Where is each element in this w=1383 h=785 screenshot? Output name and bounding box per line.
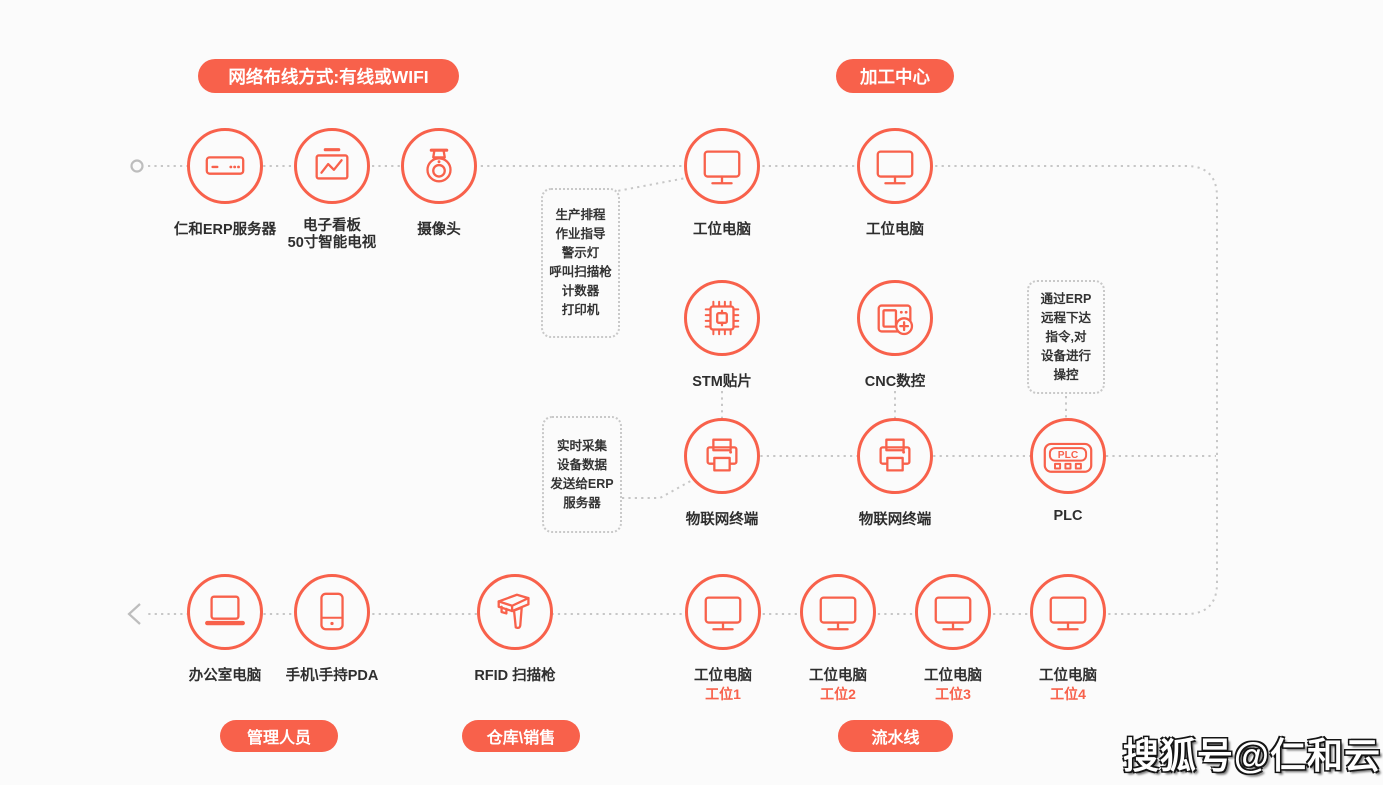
printer-icon [879,438,911,472]
left-arrow-icon [127,603,141,625]
node-label: 摄像头 [417,222,461,238]
node-station-pc-1 [685,574,761,650]
chip-icon [704,300,740,336]
callout-line: 生产排程 [555,208,606,222]
node-station-pc-2 [800,574,876,650]
node-handheld-pda [294,574,370,650]
phone-icon [320,592,344,631]
node-label: 仁和ERP服务器 [173,222,277,238]
camera-icon [426,148,452,183]
node-label: 手机\手持PDA [285,668,379,684]
monitor-icon [876,150,914,185]
server-icon [205,156,245,175]
badge-warehouse-sales: 仓库\销售 [462,720,580,752]
node-label: RFID 扫描枪 [474,668,556,684]
callout-line: 设备进行 [1040,348,1091,363]
node-label: 工位电脑 [1039,668,1097,684]
node-office-pc [187,574,263,650]
node-label: 50寸智能电视 [287,235,377,251]
station-number-label: 工位1 [705,686,741,702]
callout-line: 计数器 [561,284,600,298]
node-stm [684,280,760,356]
callout-line: 服务器 [563,495,601,510]
station-number-label: 工位2 [820,686,856,702]
callout-line: 操控 [1053,367,1079,382]
monitor-icon [934,596,972,631]
callout-realtime-collect: 实时采集 设备数据 发送给ERP 服务器 [542,416,622,533]
sohu-watermark: 搜狐号@仁和云 [1122,735,1381,776]
node-iot-terminal-a [684,418,760,494]
kanban-tv-icon [315,148,349,180]
callout-line: 作业指导 [555,227,606,241]
node-label: 工位电脑 [693,222,751,238]
node-label: 物联网终端 [858,512,932,528]
printer-icon [706,438,738,472]
callout-line: 呼叫扫描枪 [549,265,612,279]
callout-line: 实时采集 [556,438,607,453]
node-iot-terminal-b [857,418,933,494]
node-station-pc-3 [915,574,991,650]
node-label: 工位电脑 [809,668,867,684]
node-label: 物联网终端 [685,512,759,528]
callout-line: 通过ERP [1040,291,1092,306]
wire-callout1-link [611,177,687,193]
node-label: 工位电脑 [866,222,924,238]
plc-icon: PLC [1043,442,1093,473]
monitor-icon [819,596,857,631]
rfid-gun-icon [497,593,530,630]
monitor-icon [1049,596,1087,631]
callout-line: 设备数据 [556,457,607,472]
callout-line: 发送给ERP [550,476,614,491]
node-label: 工位电脑 [694,668,752,684]
callout-kanban-functions: 生产排程 作业指导 警示灯 呼叫扫描枪 计数器 打印机 [541,188,620,338]
node-label: 电子看板 [303,218,361,234]
callout-line: 打印机 [561,303,600,317]
wire-main-loop [148,165,1218,615]
node-station-pc-4 [1030,574,1106,650]
node-erp-server [187,128,263,204]
badge-assembly-line: 流水线 [838,720,953,752]
plc-icon-text: PLC [1058,450,1079,461]
node-camera [401,128,477,204]
node-rfid-scanner [477,574,553,650]
station-number-label: 工位4 [1050,686,1086,702]
laptop-icon [205,595,245,626]
node-label: 办公室电脑 [188,668,262,684]
node-kanban-tv [294,128,370,204]
node-cnc [857,280,933,356]
monitor-icon [704,596,742,631]
cnc-icon [877,304,914,336]
node-label: STM贴片 [692,374,752,390]
badge-network-mode: 网络布线方式:有线或WIFI [198,59,459,93]
callout-erp-remote: 通过ERP 远程下达 指令,对 设备进行 操控 [1027,280,1105,394]
wire-callout2-link [622,477,697,499]
station-number-label: 工位3 [935,686,971,702]
badge-processing-center: 加工中心 [836,59,954,93]
node-label: CNC数控 [864,374,926,390]
badge-managers: 管理人员 [220,720,338,752]
callout-line: 警示灯 [561,246,600,260]
start-ring [130,159,144,173]
node-workstation-pc-a [684,128,760,204]
node-plc: PLC [1030,418,1106,494]
monitor-icon [703,150,741,185]
node-label: 工位电脑 [924,668,982,684]
callout-line: 远程下达 [1040,310,1091,325]
node-workstation-pc-b [857,128,933,204]
node-label: PLC [1053,508,1083,524]
callout-line: 指令,对 [1045,329,1087,344]
